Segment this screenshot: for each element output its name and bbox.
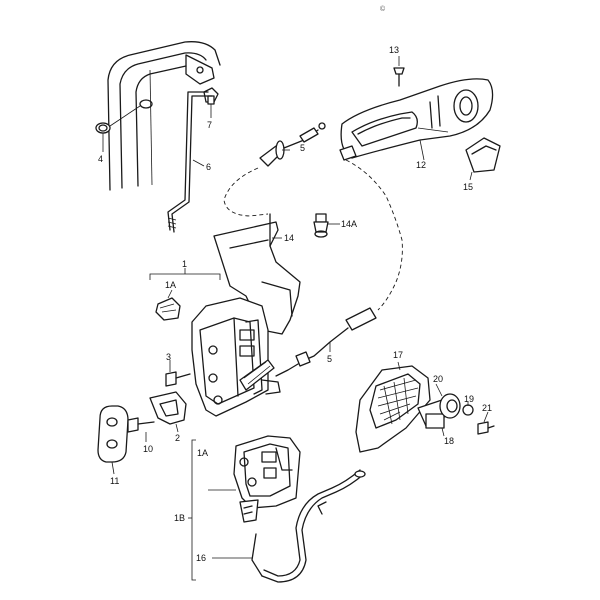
callout-14A: 14A xyxy=(341,219,358,229)
callout-1B: 1B xyxy=(174,513,186,523)
screw-part-10 xyxy=(127,417,155,442)
group-bracket-1A-1B xyxy=(188,439,236,581)
carrier-part-17 xyxy=(355,361,431,453)
callout-19: 19 xyxy=(464,394,475,404)
cable-part-5-lower xyxy=(275,307,377,377)
callout-10: 10 xyxy=(143,444,154,454)
callout-5-upper: 5 xyxy=(300,143,306,153)
callout-17: 17 xyxy=(393,350,404,360)
latch-insert-part-1A xyxy=(155,289,181,321)
callout-13: 13 xyxy=(389,45,400,55)
clip-part-14A xyxy=(313,213,340,238)
cable-part-5-upper xyxy=(223,122,403,311)
callout-21: 21 xyxy=(482,403,493,413)
group-bracket-1 xyxy=(149,268,221,280)
striker-plate-part-11 xyxy=(97,405,129,475)
callout-20: 20 xyxy=(433,374,444,384)
callout-7: 7 xyxy=(207,120,213,130)
cable-part-16 xyxy=(212,469,366,583)
callout-12: 12 xyxy=(416,160,427,170)
callout-3: 3 xyxy=(166,352,172,362)
screw-part-13 xyxy=(393,56,405,87)
motor-part-20 xyxy=(435,383,461,419)
callout-18: 18 xyxy=(444,436,455,446)
copyright-mark: © xyxy=(380,6,386,13)
callout-11: 11 xyxy=(110,476,120,486)
bracket-part-14 xyxy=(213,213,301,335)
plug-part-4 xyxy=(95,99,153,152)
screw-part-3 xyxy=(165,360,191,387)
trim-cap-part-15 xyxy=(465,137,501,181)
callout-14: 14 xyxy=(284,233,295,243)
callout-15: 15 xyxy=(463,182,474,192)
callout-4: 4 xyxy=(98,154,104,164)
rod-part-6 xyxy=(167,91,213,233)
door-lock-assembly-part-1 xyxy=(191,297,281,417)
callout-1A-lower: 1A xyxy=(197,448,209,458)
callout-1A-upper: 1A xyxy=(165,280,177,290)
callout-1: 1 xyxy=(182,259,188,269)
callout-16: 16 xyxy=(196,553,207,563)
lock-mechanism-part-1A xyxy=(233,435,301,523)
gear-part-19 xyxy=(462,402,474,416)
striker-part-2 xyxy=(149,391,187,433)
door-frame xyxy=(107,41,221,191)
callout-2: 2 xyxy=(175,433,181,443)
callout-5-lower: 5 xyxy=(327,354,333,364)
screw-part-21 xyxy=(477,411,495,435)
callout-6: 6 xyxy=(206,162,212,172)
